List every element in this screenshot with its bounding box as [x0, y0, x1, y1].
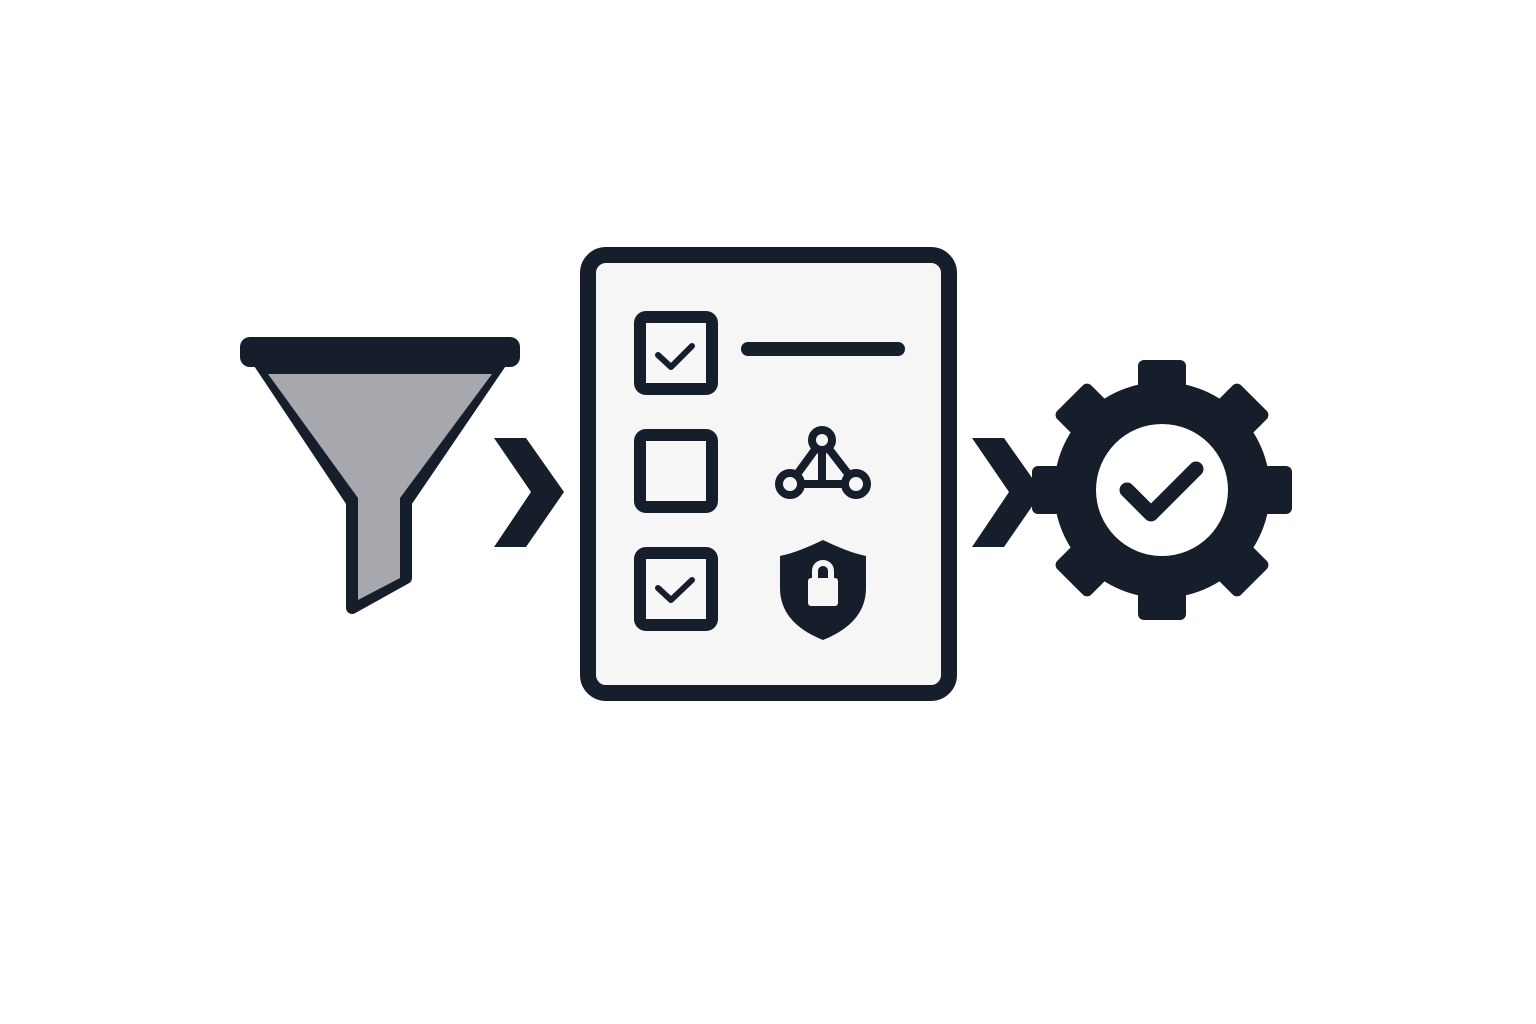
checklist-item-2	[634, 426, 871, 513]
shield-lock-icon	[780, 540, 866, 640]
checkmark-icon	[1119, 461, 1204, 522]
chevron-right-icon	[972, 438, 1042, 547]
checkmark-icon	[655, 577, 695, 603]
empty-checkbox-icon	[634, 429, 718, 513]
checklist-item-1	[634, 311, 905, 395]
checked-checkbox-icon	[634, 547, 718, 631]
checklist-item-3	[634, 540, 866, 640]
checkmark-icon	[655, 343, 695, 370]
chevron-right-icon	[494, 438, 564, 547]
funnel-icon	[240, 337, 520, 614]
gear-check-icon	[1032, 360, 1292, 620]
network-nodes-icon	[775, 426, 871, 499]
checked-checkbox-icon	[634, 311, 718, 395]
checklist-document-icon	[580, 247, 957, 701]
